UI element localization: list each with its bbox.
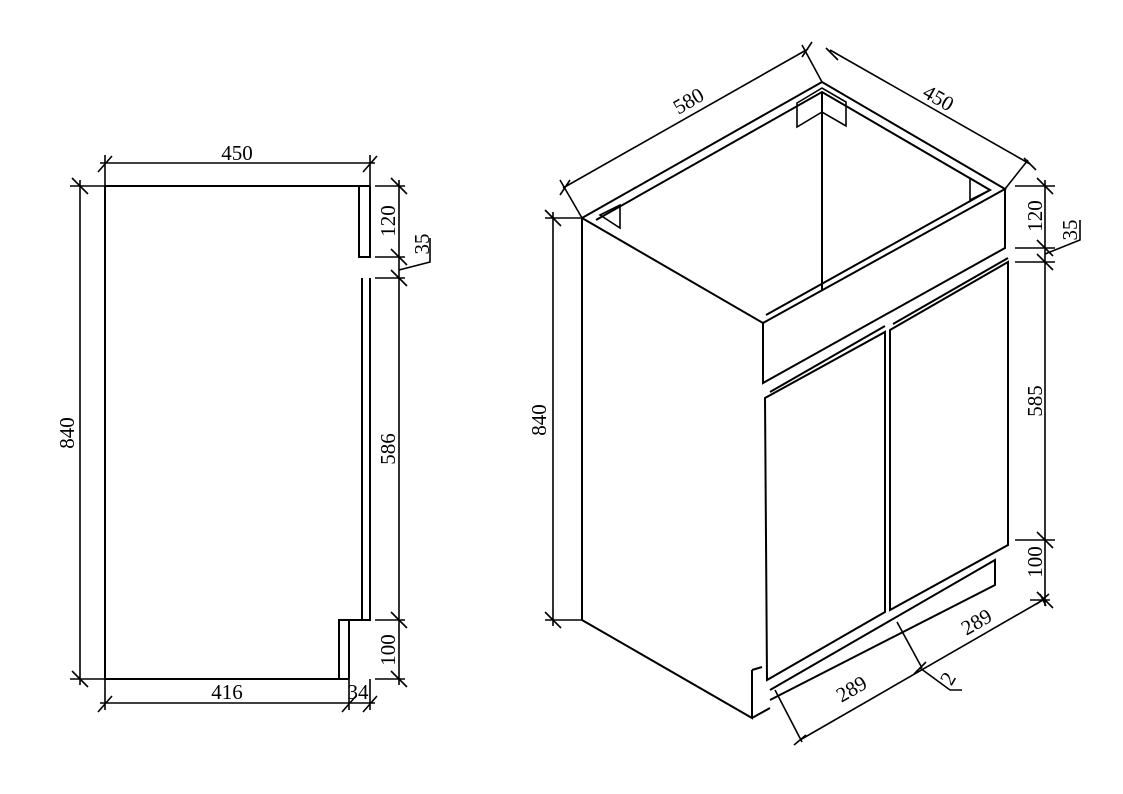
dim-line-iso-depth xyxy=(825,47,1037,190)
dim-line-width xyxy=(97,155,378,186)
side-view: 450 840 120 35 586 100 416 34 xyxy=(55,141,434,713)
dim-line-iso-right xyxy=(1015,177,1081,609)
corner-bracket-left xyxy=(598,203,621,230)
dim-gap: 35 xyxy=(410,234,434,255)
dim-line-height xyxy=(70,177,105,688)
dim-line-iso-door-widths xyxy=(774,593,1050,746)
door-right xyxy=(889,257,1009,612)
door-left xyxy=(763,325,886,682)
dim-door-height: 586 xyxy=(376,433,400,465)
dim-kick-recess: 34 xyxy=(348,680,370,704)
dim-depth: 416 xyxy=(211,680,243,704)
dim-line-iso-width xyxy=(559,41,823,219)
dim-iso-door-right: 289 xyxy=(957,604,996,641)
dim-iso-width: 580 xyxy=(669,83,708,120)
dim-kick-height: 100 xyxy=(376,634,400,666)
corner-bracket-right xyxy=(969,176,992,202)
side-outline xyxy=(104,185,371,680)
cabinet-carcass xyxy=(579,80,1008,720)
dim-iso-depth: 450 xyxy=(919,80,958,117)
dim-line-right xyxy=(375,177,431,688)
dim-iso-door-gap: 2 xyxy=(935,668,961,689)
dim-iso-door-height: 585 xyxy=(1023,385,1047,417)
dim-iso-top-rail: 120 xyxy=(1023,200,1047,232)
dim-height: 840 xyxy=(55,417,79,449)
iso-view: 580 450 840 120 35 585 100 289 289 2 xyxy=(527,41,1082,746)
dim-top-rail: 120 xyxy=(376,205,400,237)
dim-width: 450 xyxy=(221,141,253,165)
dim-iso-gap: 35 xyxy=(1058,220,1082,241)
dim-iso-kick-height: 100 xyxy=(1023,546,1047,578)
dim-line-bottom xyxy=(97,679,378,713)
dim-line-iso-height xyxy=(544,209,582,629)
dim-iso-height: 840 xyxy=(527,404,551,436)
corner-bracket-back xyxy=(796,87,847,129)
